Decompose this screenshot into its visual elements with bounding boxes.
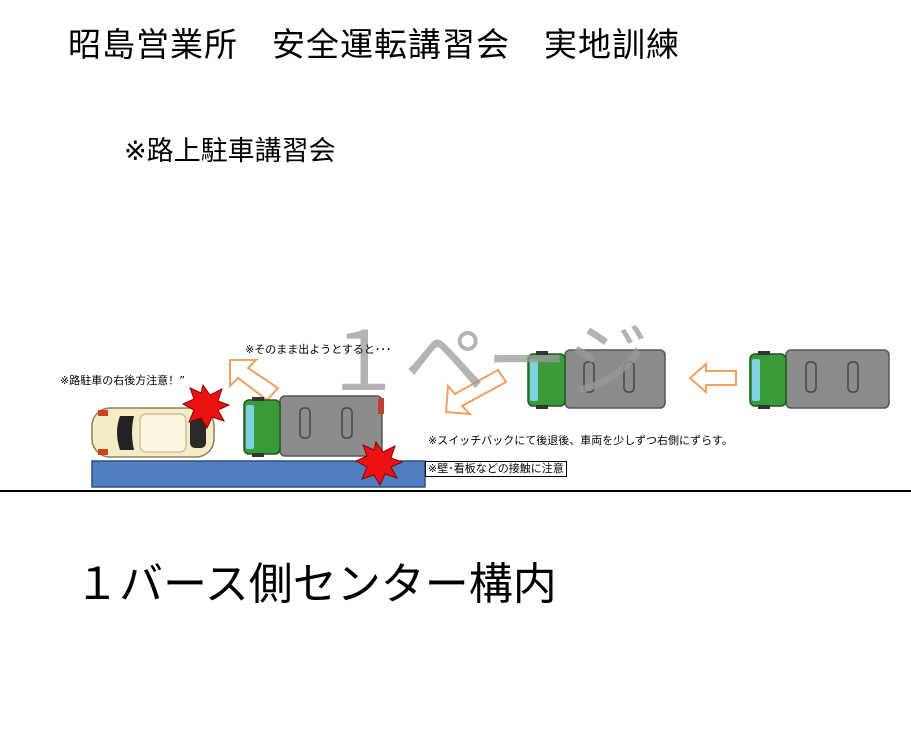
truck-3 <box>749 349 890 409</box>
note-parked-car: ※路駐車の右後方注意！” <box>60 374 185 387</box>
page-title: 昭島営業所 安全運転講習会 実地訓練 <box>68 25 680 64</box>
arrow-straight-out <box>229 359 280 402</box>
note-wall: ※壁･看板などの接触に注意 <box>425 461 567 477</box>
note-switchback: ※スイッチバックにて後退後、車両を少しずつ右側にずらす。 <box>428 434 733 447</box>
section-subtitle: ※路上駐車講習会 <box>124 136 336 167</box>
collision-mark-car <box>181 383 231 430</box>
page-watermark: １ページ <box>322 315 649 410</box>
parked-car <box>91 407 215 458</box>
arrow-approach <box>688 361 737 395</box>
note-straight-out: ※そのまま出ようとすると･･･ <box>245 343 392 356</box>
bottom-section-title: １バース側センター構内 <box>75 559 557 610</box>
section-divider <box>0 490 911 492</box>
collision-mark-wall <box>354 440 404 487</box>
truck-2 <box>527 349 666 409</box>
arrow-reverse <box>444 368 508 416</box>
truck-1 <box>243 395 384 457</box>
